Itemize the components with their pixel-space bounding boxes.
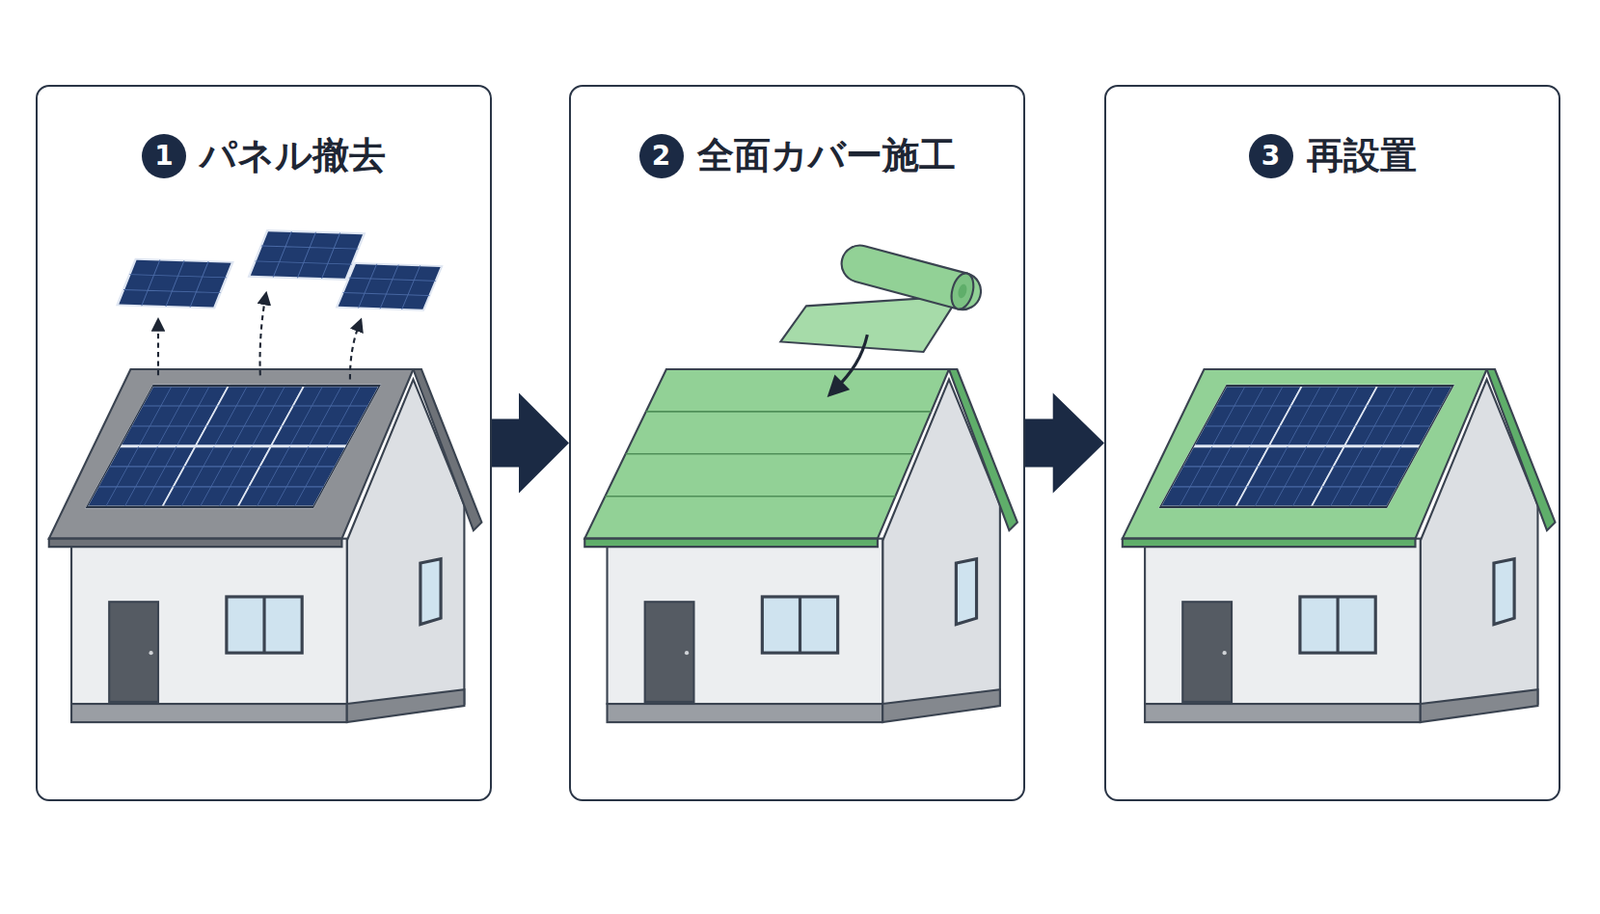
step-number: 1 (141, 134, 187, 179)
step-number: 2 (639, 134, 684, 179)
step-panel: 1 パネル撤去 (35, 84, 492, 802)
step-heading: 2 全面カバー施工 (570, 131, 1024, 181)
step-title: パネル撤去 (199, 131, 386, 181)
step-heading: 3 再設置 (1106, 131, 1559, 181)
step-title: 再設置 (1306, 131, 1417, 181)
step-title: 全面カバー施工 (697, 131, 956, 181)
step-heading: 1 パネル撤去 (37, 131, 490, 181)
flow-arrow (1025, 393, 1105, 494)
flow-arrow (491, 393, 570, 494)
step-number: 3 (1248, 134, 1294, 179)
step-panel: 2 全面カバー施工 (569, 84, 1026, 802)
step-panel: 3 再設置 (1104, 84, 1561, 802)
